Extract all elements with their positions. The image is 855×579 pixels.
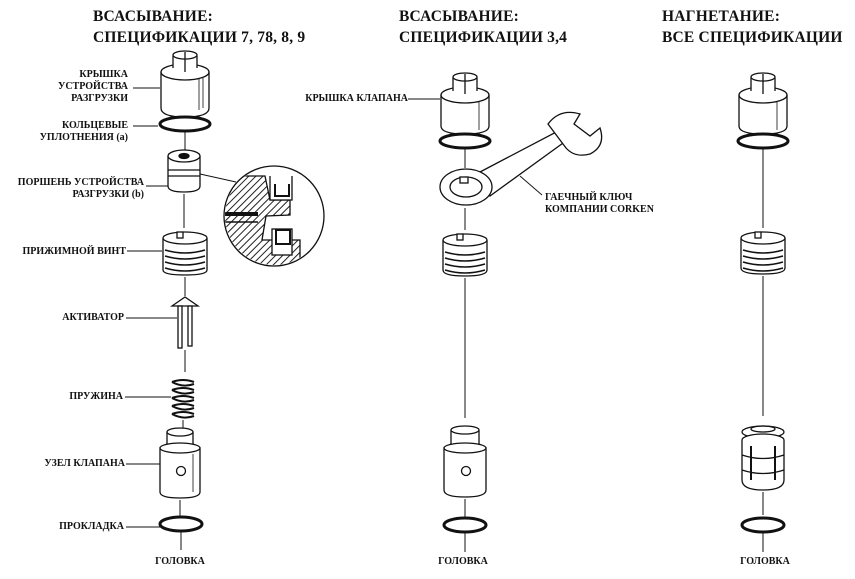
label-unloader-piston: ПОРШЕНЬ УСТРОЙСТВА РАЗГРУЗКИ (b) <box>4 177 144 201</box>
piston-detail-callout <box>199 165 325 267</box>
corken-wrench <box>439 111 603 206</box>
unloader-piston-col1 <box>167 149 201 193</box>
valve-cap-col2 <box>440 72 490 135</box>
retainer-screw-col1 <box>162 231 208 276</box>
label-unloader-piston-line2: РАЗГРУЗКИ (b) <box>72 189 144 200</box>
o-ring-col3 <box>736 132 790 150</box>
column2-title: ВСАСЫВАНИЕ: СПЕЦИФИКАЦИИ 3,4 <box>399 6 567 48</box>
label-spring: ПРУЖИНА <box>69 391 123 402</box>
gasket-col3 <box>740 516 786 534</box>
spring-col1 <box>171 379 195 419</box>
label-wrench-line2: КОМПАНИИ CORKEN <box>545 204 654 215</box>
unloader-cap-col1 <box>160 50 210 118</box>
column3-title-line1: НАГНЕТАНИЕ: <box>662 8 781 25</box>
label-o-rings-line2: УПЛОТНЕНИЯ (a) <box>39 132 128 143</box>
discharge-valve-cage-col3 <box>741 425 785 491</box>
label-valve-cap: КРЫШКА КЛАПАНА <box>305 93 408 104</box>
column2-title-line2: СПЕЦИФИКАЦИИ 3,4 <box>399 29 568 46</box>
valve-cap-col3 <box>738 72 788 135</box>
label-gasket: ПРОКЛАДКА <box>59 521 124 532</box>
column2-title-line1: ВСАСЫВАНИЕ: <box>399 8 519 25</box>
label-head-col2: ГОЛОВКА <box>438 556 488 567</box>
actuator-col1 <box>169 296 201 349</box>
column3-title: НАГНЕТАНИЕ: ВСЕ СПЕЦИФИКАЦИИ <box>662 6 843 48</box>
column3-title-line2: ВСЕ СПЕЦИФИКАЦИИ <box>662 29 843 46</box>
label-unloader-cap-line1: КРЫШКА <box>79 69 128 80</box>
valve-assembly-col2 <box>443 425 487 498</box>
retainer-screw-col2 <box>442 233 488 277</box>
column1-title: ВСАСЫВАНИЕ: СПЕЦИФИКАЦИИ 7, 78, 8, 9 <box>93 6 305 48</box>
column1-title-line1: ВСАСЫВАНИЕ: <box>93 8 213 25</box>
label-o-rings: КОЛЬЦЕВЫЕ УПЛОТНЕНИЯ (a) <box>30 120 128 144</box>
label-wrench-line1: ГАЕЧНЫЙ КЛЮЧ <box>545 192 633 203</box>
retainer-screw-col3 <box>740 231 786 275</box>
label-unloader-piston-line1: ПОРШЕНЬ УСТРОЙСТВА <box>17 177 144 188</box>
o-ring-col2 <box>438 132 492 150</box>
label-retainer-screw: ПРИЖИМНОЙ ВИНТ <box>22 246 126 257</box>
label-unloader-cap-line2: УСТРОЙСТВА <box>58 81 128 92</box>
label-head-col1: ГОЛОВКА <box>155 556 205 567</box>
gasket-col2 <box>442 516 488 534</box>
label-valve-assembly: УЗЕЛ КЛАПАНА <box>44 458 125 469</box>
column1-title-line2: СПЕЦИФИКАЦИИ 7, 78, 8, 9 <box>93 29 306 46</box>
gasket-col1 <box>158 515 204 533</box>
label-unloader-cap: КРЫШКА УСТРОЙСТВА РАЗГРУЗКИ <box>40 69 128 105</box>
label-actuator: АКТИВАТОР <box>62 312 124 323</box>
o-ring-col1 <box>158 115 212 133</box>
label-wrench: ГАЕЧНЫЙ КЛЮЧ КОМПАНИИ CORKEN <box>545 192 654 216</box>
label-o-rings-line1: КОЛЬЦЕВЫЕ <box>62 120 128 131</box>
label-unloader-cap-line3: РАЗГРУЗКИ <box>71 93 128 104</box>
valve-assembly-col1 <box>159 427 201 499</box>
label-head-col3: ГОЛОВКА <box>740 556 790 567</box>
